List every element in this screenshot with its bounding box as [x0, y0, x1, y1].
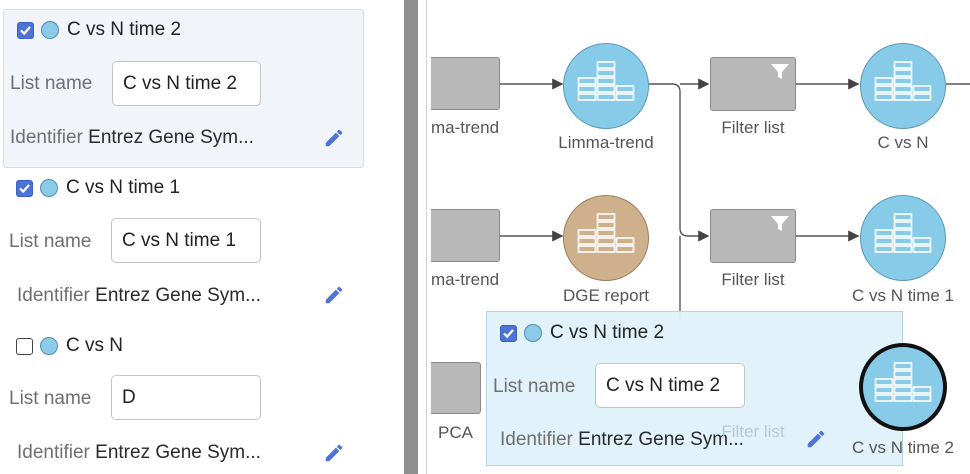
entry-2-color-dot: [40, 179, 58, 197]
entry-1-list-name-input[interactable]: C vs N time 2: [112, 61, 261, 106]
entry-1-edit-icon[interactable]: [323, 127, 345, 149]
node-dge-report[interactable]: [563, 195, 649, 281]
popup-identifier-value: Entrez Gene Sym...: [578, 429, 744, 450]
node-filter-list-2-label: Filter list: [721, 270, 785, 289]
popup-identifier-label: Identifier: [500, 429, 573, 450]
entry-2-list-name-label: List name: [9, 231, 92, 252]
node-limma-trend-step[interactable]: [431, 57, 500, 110]
entry-1-identifier-value: Entrez Gene Sym...: [88, 127, 254, 148]
popup-list-name-label: List name: [493, 376, 576, 397]
entry-1-identifier-label: Identifier: [10, 127, 83, 148]
popup-title: C vs N time 2: [550, 322, 665, 343]
node-c-vs-n-label: C vs N: [877, 133, 929, 152]
node-filter-list-1[interactable]: [710, 57, 796, 111]
node-c-vs-n[interactable]: [860, 43, 946, 129]
canvas-border: [426, 0, 427, 474]
node-limma-trend-label: Limma-trend: [558, 133, 654, 152]
node-c-vs-n-time-2[interactable]: [859, 343, 947, 431]
entry-2-identifier-value: Entrez Gene Sym...: [95, 285, 261, 306]
entry-2-checkbox[interactable]: [16, 180, 33, 197]
list-settings-panel: C vs N time 2 List name C vs N time 2 Id…: [0, 0, 404, 474]
node-dge-report-label: DGE report: [563, 286, 649, 305]
entry-1-color-dot: [41, 21, 59, 39]
node-limma-trend-step-label: ma-trend: [431, 118, 500, 137]
node-filter-list-3-label: Filter list: [721, 422, 785, 441]
node-c-vs-n-time-1[interactable]: [860, 195, 946, 281]
entry-1-identifier: Identifier Entrez Gene Sym...: [10, 127, 254, 149]
entry-2-list-name-input[interactable]: C vs N time 1: [111, 218, 261, 263]
node-ma-trend-step-2[interactable]: [431, 209, 500, 262]
popup-list-name-input[interactable]: C vs N time 2: [595, 363, 745, 408]
entry-2-identifier: Identifier Entrez Gene Sym...: [17, 285, 261, 307]
entry-1-title: C vs N time 2: [67, 19, 182, 40]
entry-1-list-name-label: List name: [10, 73, 93, 94]
popup-edit-icon[interactable]: [805, 428, 827, 450]
entry-3-title: C vs N: [66, 335, 123, 356]
entry-3-identifier-label: Identifier: [17, 442, 90, 463]
entry-2-title: C vs N time 1: [66, 177, 181, 198]
node-ma-trend-step-2-label: ma-trend: [431, 270, 500, 289]
popup-identifier: Identifier Entrez Gene Sym...: [500, 429, 744, 451]
node-pca-label: PCA: [438, 423, 473, 442]
node-filter-list-2[interactable]: [710, 209, 796, 263]
node-c-vs-n-time-2-label: C vs N time 2: [851, 438, 955, 457]
entry-3-list-name-label: List name: [9, 388, 92, 409]
entry-2-edit-icon[interactable]: [323, 284, 345, 306]
node-filter-list-1-label: Filter list: [721, 118, 785, 137]
entry-3-identifier: Identifier Entrez Gene Sym...: [17, 442, 261, 464]
entry-3-identifier-value: Entrez Gene Sym...: [95, 442, 261, 463]
entry-1-checkbox[interactable]: [17, 22, 34, 39]
popup-checkbox[interactable]: [500, 325, 517, 342]
panel-splitter[interactable]: [404, 0, 418, 474]
node-pca[interactable]: [431, 362, 481, 414]
entry-3-color-dot: [40, 337, 58, 355]
node-limma-trend[interactable]: [563, 43, 649, 129]
entry-2-identifier-label: Identifier: [17, 285, 90, 306]
entry-3-checkbox[interactable]: [16, 338, 33, 355]
entry-3-list-name-input[interactable]: D: [111, 375, 261, 420]
node-c-vs-n-time-1-label: C vs N time 1: [851, 286, 955, 305]
entry-3-edit-icon[interactable]: [323, 442, 345, 464]
popup-color-dot: [524, 324, 542, 342]
list-tooltip-popup: C vs N time 2 List name C vs N time 2 Id…: [486, 311, 903, 466]
